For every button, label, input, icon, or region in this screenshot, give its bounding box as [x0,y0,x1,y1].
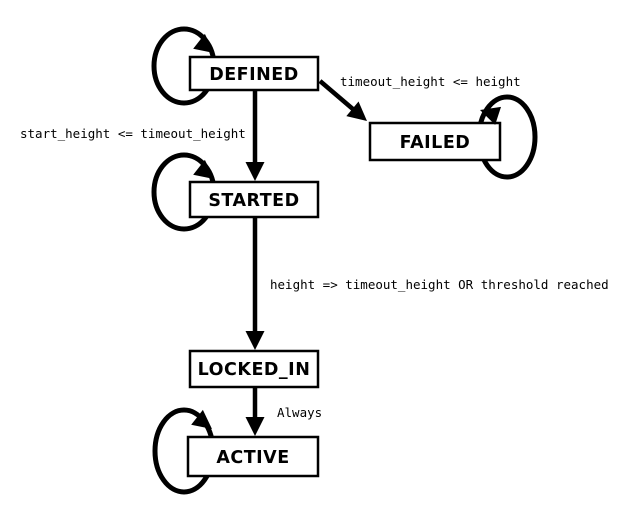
arrowhead-self-loop-active [191,409,212,429]
arrowhead-self-loop-defined [193,33,214,53]
arrowhead-self-loop-failed [480,106,502,125]
state-box-defined [188,55,320,92]
state-label-failed: FAILED [400,133,471,153]
edge-defined-failed [318,79,356,112]
state-label-lockedin: LOCKED_IN [198,360,311,380]
edge-label-lockedin-active: Always [277,405,322,420]
arrowhead-self-loop-started [193,159,214,179]
arrowhead-defined-failed [346,101,367,121]
arrowhead-started-lockedin [245,331,265,350]
edge-label-defined-started: start_height <= timeout_height [20,126,246,141]
arrowhead-defined-started [245,162,265,181]
state-label-started: STARTED [208,191,299,211]
state-box-started [188,180,320,219]
state-label-active: ACTIVE [216,448,289,468]
arrowhead-lockedin-active [245,417,265,436]
state-label-defined: DEFINED [209,65,299,85]
state-box-active [186,435,320,478]
state-box-failed [368,121,502,162]
edge-label-started-lockedin: height => timeout_height OR threshold re… [270,277,609,292]
state-box-lockedin [188,349,320,389]
edge-label-defined-failed: timeout_height <= height [340,74,521,89]
